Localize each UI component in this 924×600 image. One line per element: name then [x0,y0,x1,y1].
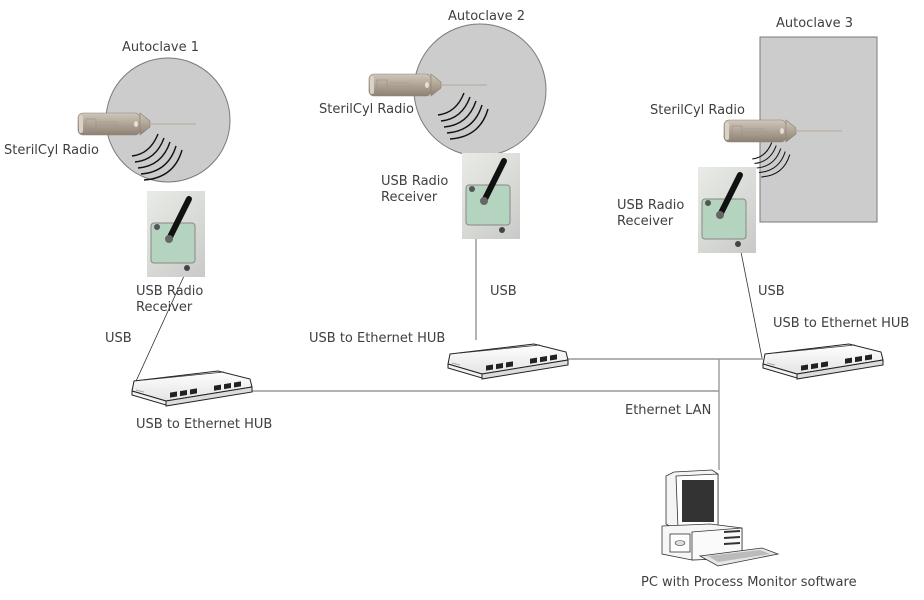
usb-radio-receiver-label-1: USB Radio Receiver [136,284,204,315]
sterilcyl-radio-label-1: SterilCyl Radio [4,143,99,158]
sterilcyl-radio-label-2: SterilCyl Radio [319,102,414,117]
hub-label-3: USB to Ethernet HUB [773,316,910,331]
ethernet-lan-label: Ethernet LAN [625,403,712,418]
hub-label-2: USB to Ethernet HUB [309,331,446,346]
autoclave-1-label: Autoclave 1 [122,40,200,55]
usb-ethernet-hub-1 [131,370,253,407]
usb-radio-receiver-3 [698,167,756,253]
pc-label: PC with Process Monitor software [641,575,857,590]
usb-cable-3 [740,251,763,359]
usb-ethernet-hub-2 [447,343,569,380]
sterilcyl-radio-label-3: SterilCyl Radio [650,103,745,118]
autoclave-3-label: Autoclave 3 [776,16,854,31]
usb-link-label-3: USB [758,284,785,299]
hub-label-1: USB to Ethernet HUB [136,417,273,432]
usb-cable-1 [131,275,185,391]
usb-radio-receiver-2 [462,153,520,239]
usb-link-label-1: USB [105,331,132,346]
autoclave-2-label: Autoclave 2 [448,9,526,24]
usb-radio-receiver-1 [147,191,205,277]
usb-radio-receiver-label-3: USB Radio Receiver [617,198,685,229]
usb-link-label-2: USB [490,284,517,299]
usb-radio-receiver-label-2: USB Radio Receiver [381,174,449,205]
usb-ethernet-hub-3 [762,343,884,380]
pc-icon [661,469,780,567]
